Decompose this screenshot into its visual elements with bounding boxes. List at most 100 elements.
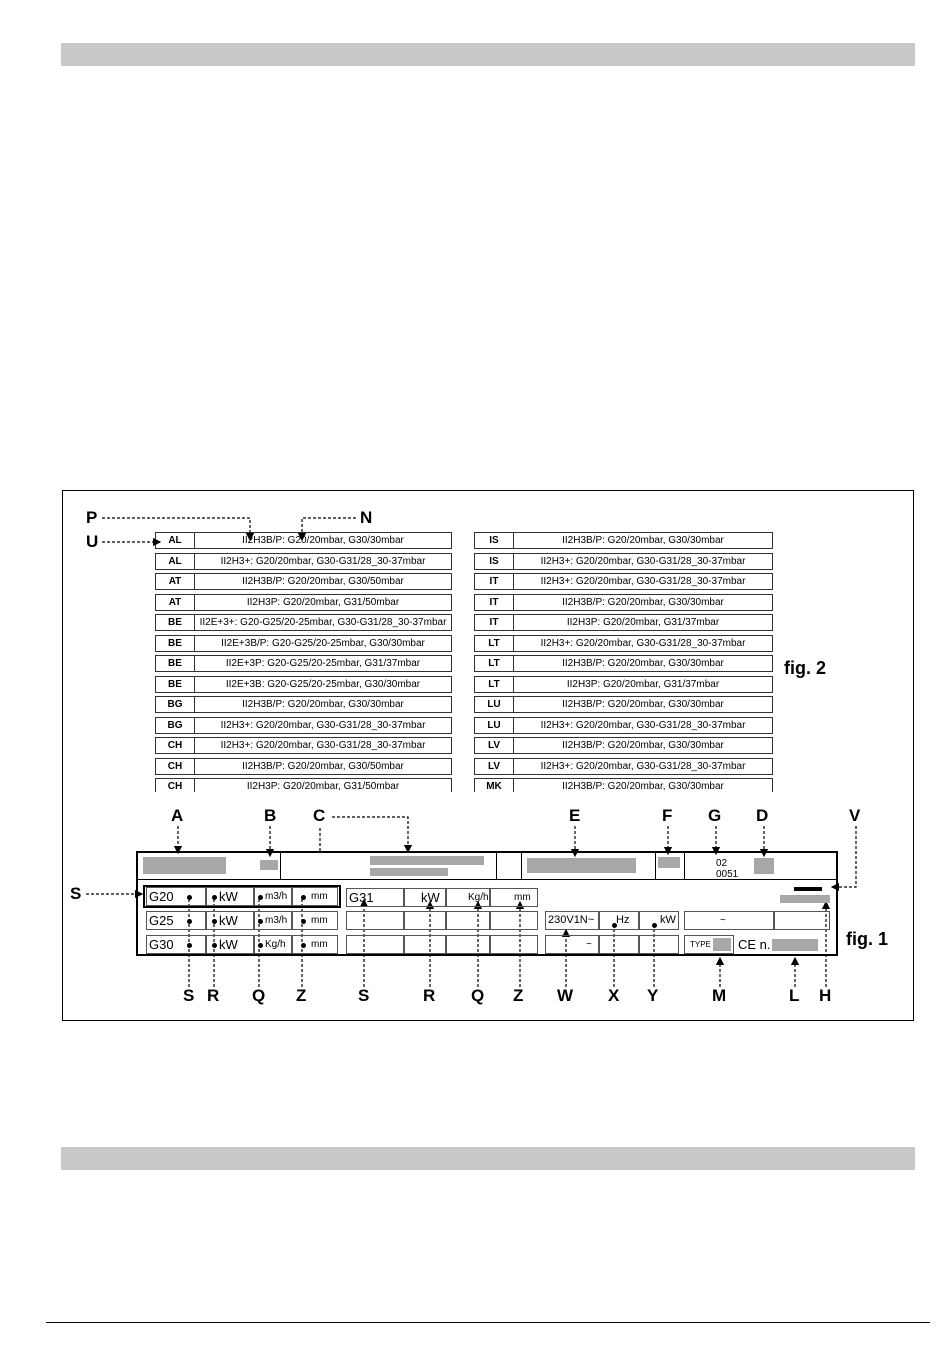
callout-p: P xyxy=(86,508,98,527)
country-code: IT xyxy=(475,615,514,630)
ce-label: CE n. xyxy=(738,937,771,952)
callout-q-2: Q xyxy=(471,986,485,1005)
field-f xyxy=(658,857,680,868)
gas-category: II2H3B/P: G20/20mbar, G30/30mbar xyxy=(562,740,724,751)
field-a xyxy=(143,857,226,874)
callout-v: V xyxy=(849,806,861,825)
cell-voltage: 230V1N~ xyxy=(545,911,599,930)
country-code: BG xyxy=(156,717,195,733)
gas-category: II2E+3+: G20-G25/20-25mbar, G30-G31/28_3… xyxy=(199,617,447,628)
gas-category: II2H3P: G20/20mbar, G31/37mbar xyxy=(566,678,720,690)
gas-category: II2H3B/P: G20/20mbar, G30/30mbar xyxy=(562,658,724,669)
cell-g20-flow: m3/h xyxy=(254,887,292,906)
country-code: CH xyxy=(156,738,195,753)
country-code: BE xyxy=(156,615,195,630)
country-row: BG II2H3+: G20/20mbar, G30-G31/28_30-37mb… xyxy=(155,716,452,734)
section-header-bar-2 xyxy=(61,1147,915,1170)
callout-g: G xyxy=(708,806,722,825)
cell-g31-flow: Kg/h xyxy=(446,888,490,907)
gas-category: II2H3B/P: G20/20mbar, G30/30mbar xyxy=(562,535,724,546)
section-header-bar xyxy=(61,43,915,66)
country-code: LT xyxy=(475,676,514,692)
footer-rule xyxy=(46,1322,930,1323)
field-l xyxy=(772,939,818,951)
country-code: AT xyxy=(156,594,195,610)
gas-category: II2H3B/P: G20/20mbar, G30/50mbar xyxy=(242,760,404,772)
gas-category: II2H3P: G20/20mbar, G31/50mbar xyxy=(246,781,400,792)
country-code: AT xyxy=(156,574,195,589)
country-code: IS xyxy=(475,553,514,569)
country-code: CH xyxy=(156,779,195,792)
country-code: LV xyxy=(475,738,514,753)
cell-g31-kw: kW xyxy=(404,888,446,907)
callout-m: M xyxy=(712,986,727,1005)
callout-r-1: R xyxy=(207,986,220,1005)
callout-w: W xyxy=(557,986,574,1005)
gas-category: II2H3B/P: G20/20mbar, G30/30mbar xyxy=(562,596,724,608)
country-row: CH II2H3B/P: G20/20mbar, G30/50mbar xyxy=(155,757,452,775)
country-code: MK xyxy=(475,779,514,792)
gas-category: II2H3+: G20/20mbar, G30-G31/28_30-37mbar xyxy=(540,719,746,731)
gas-category: II2H3+: G20/20mbar, G30-G31/28_30-37mbar xyxy=(540,555,746,567)
gas-category: II2H3+: G20/20mbar, G30-G31/28_30-37mbar xyxy=(540,576,746,587)
country-row: AT II2H3P: G20/20mbar, G31/50mbar xyxy=(155,593,452,611)
country-code: LU xyxy=(475,717,514,733)
gas-category: II2H3B/P: G20/20mbar, G30/50mbar xyxy=(242,576,404,587)
gas-category: II2H3B/P: G20/20mbar, G30/30mbar xyxy=(242,535,404,546)
gas-category: II2E+3P: G20-G25/20-25mbar, G31/37mbar xyxy=(225,658,421,669)
country-code: AL xyxy=(156,533,195,548)
country-code: LV xyxy=(475,758,514,774)
country-code: LT xyxy=(475,656,514,671)
callout-l: L xyxy=(789,986,800,1005)
cell-type: TYPE xyxy=(684,935,734,954)
field-c-1 xyxy=(370,856,484,865)
callout-a: A xyxy=(171,806,184,825)
cell-tilde-2: ~ xyxy=(684,911,774,930)
gas-category: II2H3B/P: G20/20mbar, G30/30mbar xyxy=(562,699,724,710)
cell-g31-mm: mm xyxy=(490,888,538,907)
country-code: BE xyxy=(156,656,195,671)
country-row: BE II2E+3P: G20-G25/20-25mbar, G31/37mbar xyxy=(155,655,452,672)
callout-d: D xyxy=(756,806,769,825)
serial-code: 0051 xyxy=(716,869,739,880)
callout-e: E xyxy=(569,806,581,825)
gas-category: II2H3B/P: G20/20mbar, G30/30mbar xyxy=(562,781,724,792)
country-row: BE II2E+3+: G20-G25/20-25mbar, G30-G31/28… xyxy=(155,614,452,631)
country-row: LT II2H3B/P: G20/20mbar, G30/30mbar xyxy=(474,655,773,672)
gas-category: II2H3P: G20/20mbar, G31/37mbar xyxy=(566,617,720,628)
country-code: CH xyxy=(156,758,195,774)
country-row: LU II2H3+: G20/20mbar, G30-G31/28_30-37mb… xyxy=(474,716,773,734)
country-code: AL xyxy=(156,553,195,569)
callout-u: U xyxy=(86,532,99,551)
field-c-2 xyxy=(370,868,448,876)
callout-s-1: S xyxy=(183,986,195,1005)
g20-group xyxy=(143,885,341,908)
callout-h: H xyxy=(819,986,832,1005)
callout-y: Y xyxy=(647,986,659,1005)
cell-g20-kw: kW xyxy=(206,887,254,906)
country-row: LV II2H3B/P: G20/20mbar, G30/30mbar xyxy=(474,737,773,754)
gas-category: II2H3+: G20/20mbar, G30-G31/28_30-37mbar xyxy=(220,719,426,731)
gas-category: II2H3P: G20/20mbar, G31/50mbar xyxy=(246,596,400,608)
field-h xyxy=(780,895,830,903)
cell-tilde-1: ~ xyxy=(545,935,599,954)
cell-kw-elec: kW xyxy=(639,911,679,930)
cell-g30: G30 xyxy=(146,935,206,954)
year-code: 02 xyxy=(716,858,728,869)
callout-x: X xyxy=(608,986,620,1005)
callout-f: F xyxy=(662,806,673,825)
cell-g20: G20 xyxy=(146,887,206,906)
gas-category: II2E+3B: G20-G25/20-25mbar, G30/30mbar xyxy=(225,678,421,690)
country-code: IT xyxy=(475,594,514,610)
fig1-label: fig. 1 xyxy=(846,929,889,949)
country-code: BE xyxy=(156,676,195,692)
gas-category: II2H3+: G20/20mbar, G30-G31/28_30-37mbar xyxy=(220,555,426,567)
mark-v xyxy=(794,887,822,891)
